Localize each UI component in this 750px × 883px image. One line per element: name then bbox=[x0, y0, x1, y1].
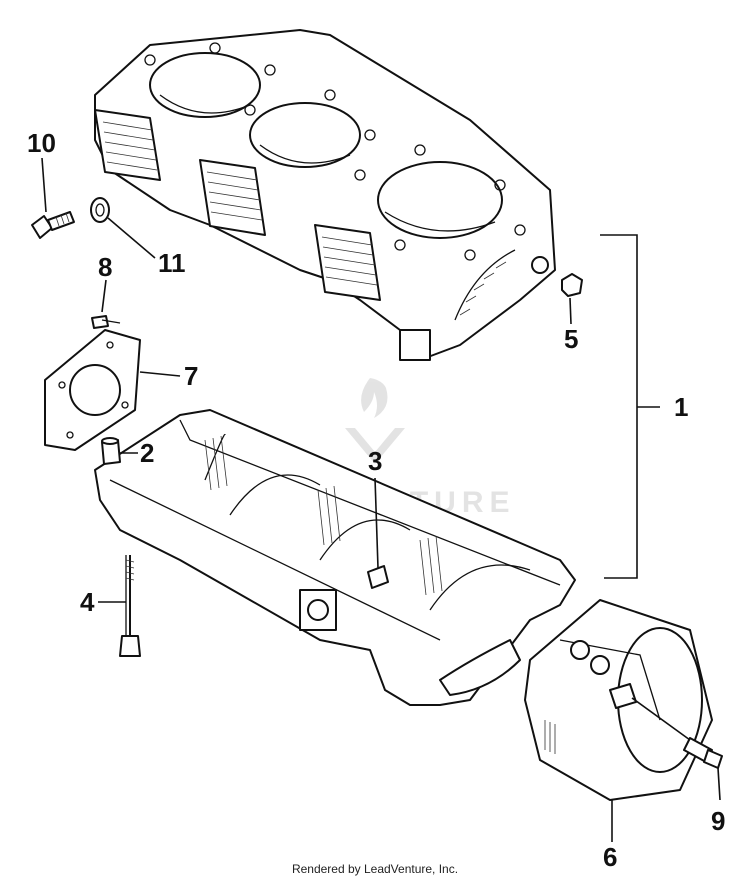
callout-6: 6 bbox=[603, 842, 617, 872]
callout-9: 9 bbox=[711, 806, 725, 836]
callout-5: 5 bbox=[564, 324, 578, 354]
footer-credit: Rendered by LeadVenture, Inc. bbox=[291, 862, 459, 876]
gasket-plate bbox=[44, 329, 141, 451]
reed-cage-1 bbox=[94, 109, 161, 181]
callout-11: 11 bbox=[158, 248, 186, 278]
callout-8: 8 bbox=[98, 252, 112, 282]
long-bolt bbox=[119, 555, 141, 657]
flywheel-housing bbox=[524, 599, 713, 801]
bolt bbox=[31, 211, 75, 239]
callout-10: 10 bbox=[27, 128, 56, 158]
lower-crankcase bbox=[94, 409, 576, 706]
callout-1: 1 bbox=[674, 392, 688, 422]
callout-4: 4 bbox=[80, 587, 95, 617]
cap-screw bbox=[683, 737, 723, 769]
upper-crankcase bbox=[94, 29, 556, 361]
reed-cage-3 bbox=[314, 224, 381, 301]
leader-lines bbox=[41, 157, 721, 842]
assembly-bracket bbox=[600, 234, 660, 579]
nut bbox=[561, 273, 583, 297]
callout-3: 3 bbox=[368, 446, 382, 476]
callout-7: 7 bbox=[184, 361, 198, 391]
plug bbox=[367, 565, 389, 589]
reed-cage-2 bbox=[199, 159, 266, 236]
washer bbox=[90, 197, 110, 223]
callout-2: 2 bbox=[140, 438, 154, 468]
screw bbox=[91, 315, 121, 329]
